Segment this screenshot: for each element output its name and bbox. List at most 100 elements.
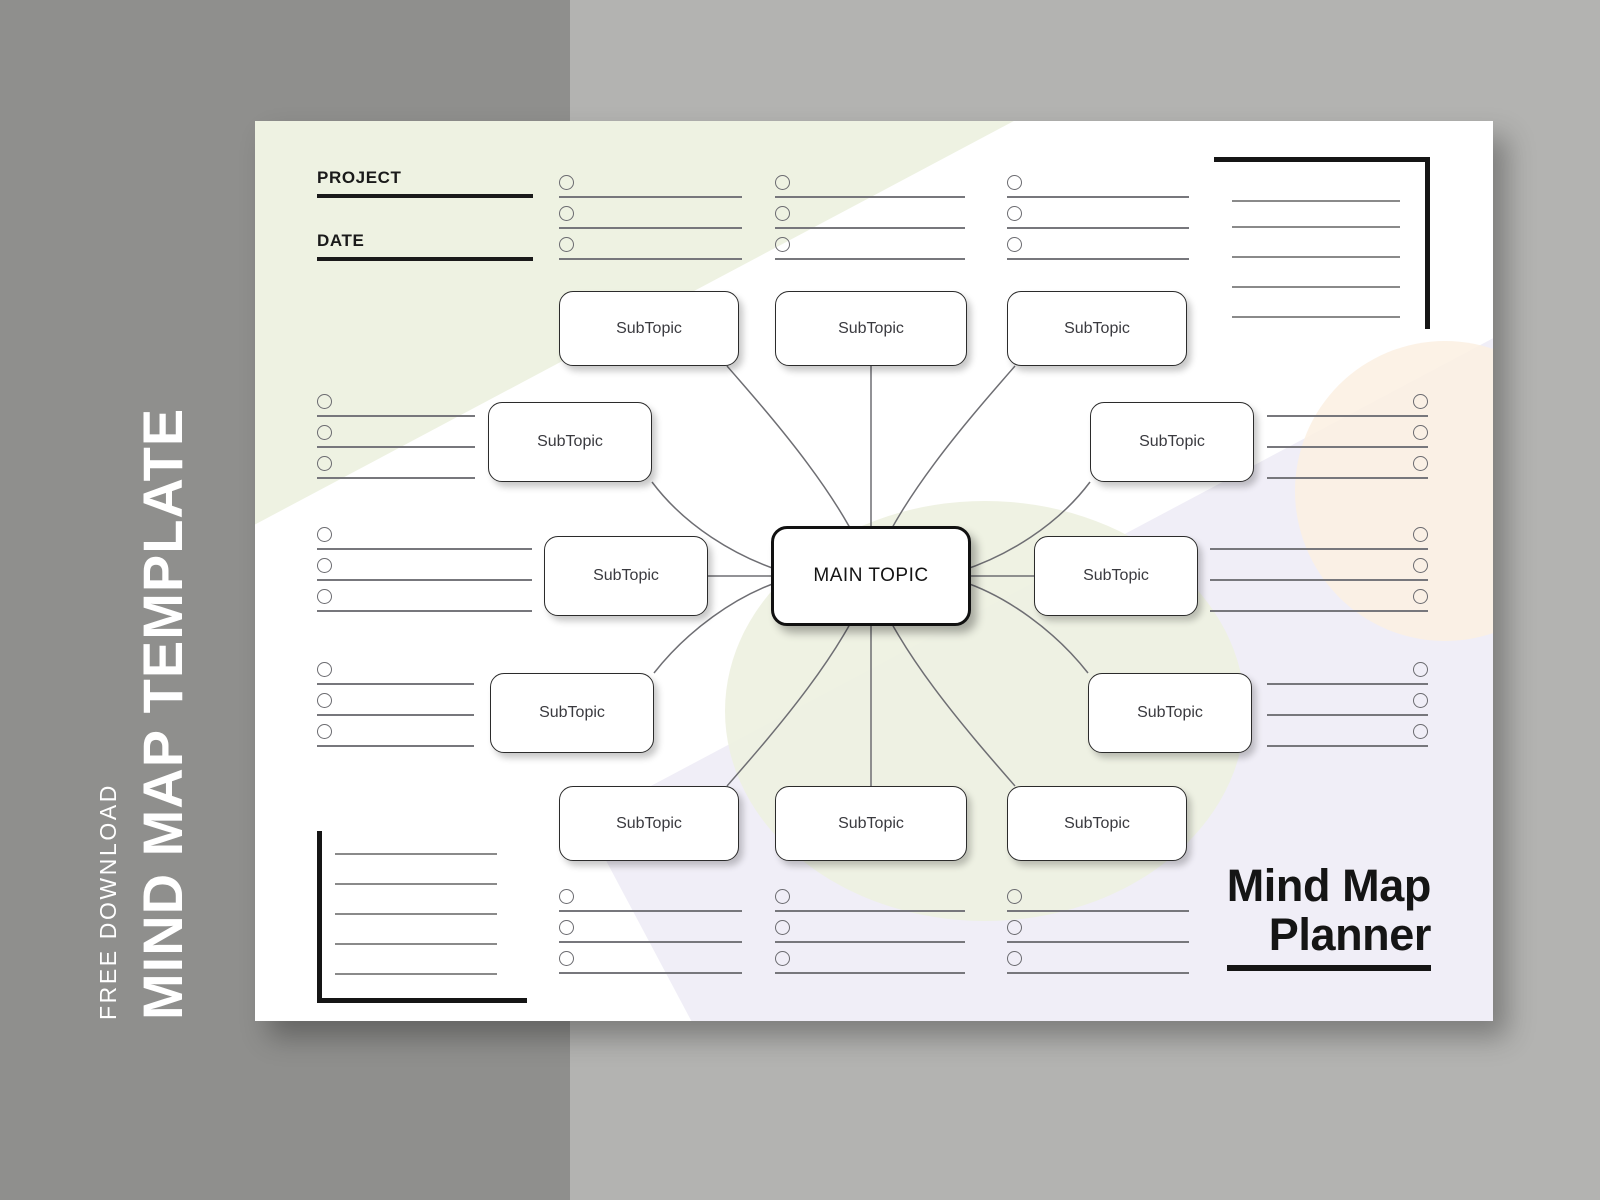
checklist-row[interactable]	[317, 527, 532, 558]
checkbox-circle-icon[interactable]	[1413, 589, 1428, 604]
checkbox-circle-icon[interactable]	[1413, 527, 1428, 542]
checklist-top-1[interactable]	[559, 175, 742, 268]
node-subtopic-top-left[interactable]: SubTopic	[559, 291, 739, 366]
checklist-row[interactable]	[1210, 527, 1428, 558]
checkbox-circle-icon[interactable]	[1413, 724, 1428, 739]
checkbox-circle-icon[interactable]	[317, 558, 332, 573]
checklist-left-2[interactable]	[317, 527, 532, 620]
note-box-bottom-left[interactable]	[317, 831, 527, 1003]
checklist-row[interactable]	[1267, 693, 1428, 724]
checklist-right-1[interactable]	[1267, 394, 1428, 487]
checkbox-circle-icon[interactable]	[559, 175, 574, 190]
checkbox-circle-icon[interactable]	[317, 724, 332, 739]
checkbox-circle-icon[interactable]	[317, 662, 332, 677]
checkbox-circle-icon[interactable]	[559, 920, 574, 935]
checkbox-circle-icon[interactable]	[559, 206, 574, 221]
checkbox-circle-icon[interactable]	[317, 425, 332, 440]
checklist-row[interactable]	[1267, 662, 1428, 693]
checklist-row[interactable]	[559, 237, 742, 268]
checklist-top-3[interactable]	[1007, 175, 1189, 268]
checklist-row[interactable]	[775, 237, 965, 268]
checklist-right-3[interactable]	[1267, 662, 1428, 755]
checklist-row[interactable]	[559, 951, 742, 982]
checkbox-circle-icon[interactable]	[559, 237, 574, 252]
checkbox-circle-icon[interactable]	[775, 237, 790, 252]
checklist-row[interactable]	[317, 662, 474, 693]
checkbox-circle-icon[interactable]	[559, 889, 574, 904]
checklist-row[interactable]	[1007, 889, 1189, 920]
checkbox-circle-icon[interactable]	[1007, 206, 1022, 221]
checkbox-circle-icon[interactable]	[1413, 662, 1428, 677]
checkbox-circle-icon[interactable]	[1413, 394, 1428, 409]
checklist-row[interactable]	[317, 558, 532, 589]
checklist-row[interactable]	[775, 920, 965, 951]
checklist-row[interactable]	[317, 724, 474, 755]
checklist-row[interactable]	[1007, 920, 1189, 951]
checkbox-circle-icon[interactable]	[559, 951, 574, 966]
checkbox-circle-icon[interactable]	[1007, 889, 1022, 904]
node-subtopic-lower-right[interactable]: SubTopic	[1088, 673, 1252, 753]
checkbox-circle-icon[interactable]	[1007, 920, 1022, 935]
checklist-row[interactable]	[1267, 394, 1428, 425]
checklist-row[interactable]	[775, 889, 965, 920]
project-field[interactable]: PROJECT	[317, 169, 533, 198]
node-subtopic-top-right[interactable]: SubTopic	[1007, 291, 1187, 366]
checklist-bottom-3[interactable]	[1007, 889, 1189, 982]
checkbox-circle-icon[interactable]	[317, 394, 332, 409]
checklist-bottom-2[interactable]	[775, 889, 965, 982]
checklist-row[interactable]	[1210, 558, 1428, 589]
checkbox-circle-icon[interactable]	[1413, 693, 1428, 708]
node-main-topic[interactable]: MAIN TOPIC	[771, 526, 971, 626]
checklist-row[interactable]	[317, 693, 474, 724]
checklist-left-3[interactable]	[317, 662, 474, 755]
checkbox-circle-icon[interactable]	[1413, 558, 1428, 573]
checkbox-circle-icon[interactable]	[317, 693, 332, 708]
checklist-row[interactable]	[775, 175, 965, 206]
checklist-bottom-1[interactable]	[559, 889, 742, 982]
checkbox-circle-icon[interactable]	[1007, 951, 1022, 966]
node-subtopic-top-center[interactable]: SubTopic	[775, 291, 967, 366]
checklist-left-1[interactable]	[317, 394, 475, 487]
checklist-top-2[interactable]	[775, 175, 965, 268]
checklist-row[interactable]	[1007, 175, 1189, 206]
node-subtopic-upper-left[interactable]: SubTopic	[488, 402, 652, 482]
node-subtopic-upper-right[interactable]: SubTopic	[1090, 402, 1254, 482]
checklist-row[interactable]	[775, 951, 965, 982]
node-subtopic-mid-right[interactable]: SubTopic	[1034, 536, 1198, 616]
checkbox-circle-icon[interactable]	[317, 456, 332, 471]
node-subtopic-mid-left[interactable]: SubTopic	[544, 536, 708, 616]
checklist-row[interactable]	[1267, 456, 1428, 487]
date-field[interactable]: DATE	[317, 232, 533, 261]
checklist-row[interactable]	[559, 175, 742, 206]
checkbox-circle-icon[interactable]	[1413, 456, 1428, 471]
checklist-row[interactable]	[559, 889, 742, 920]
checklist-row[interactable]	[775, 206, 965, 237]
note-box-top-right[interactable]	[1214, 157, 1430, 329]
checkbox-circle-icon[interactable]	[775, 889, 790, 904]
node-subtopic-bottom-right[interactable]: SubTopic	[1007, 786, 1187, 861]
checklist-row[interactable]	[1007, 237, 1189, 268]
checklist-row[interactable]	[559, 206, 742, 237]
checklist-row[interactable]	[1007, 206, 1189, 237]
checkbox-circle-icon[interactable]	[317, 589, 332, 604]
checkbox-circle-icon[interactable]	[775, 951, 790, 966]
checklist-row[interactable]	[317, 589, 532, 620]
checkbox-circle-icon[interactable]	[317, 527, 332, 542]
checklist-row[interactable]	[559, 920, 742, 951]
checklist-row[interactable]	[1267, 425, 1428, 456]
checkbox-circle-icon[interactable]	[1413, 425, 1428, 440]
checklist-row[interactable]	[1007, 951, 1189, 982]
checklist-right-2[interactable]	[1210, 527, 1428, 620]
checkbox-circle-icon[interactable]	[775, 206, 790, 221]
checkbox-circle-icon[interactable]	[775, 175, 790, 190]
checkbox-circle-icon[interactable]	[1007, 175, 1022, 190]
checklist-row[interactable]	[1267, 724, 1428, 755]
checkbox-circle-icon[interactable]	[1007, 237, 1022, 252]
checklist-row[interactable]	[317, 394, 475, 425]
checklist-row[interactable]	[317, 425, 475, 456]
node-subtopic-lower-left[interactable]: SubTopic	[490, 673, 654, 753]
node-subtopic-bottom-center[interactable]: SubTopic	[775, 786, 967, 861]
node-subtopic-bottom-left[interactable]: SubTopic	[559, 786, 739, 861]
checklist-row[interactable]	[1210, 589, 1428, 620]
checklist-row[interactable]	[317, 456, 475, 487]
